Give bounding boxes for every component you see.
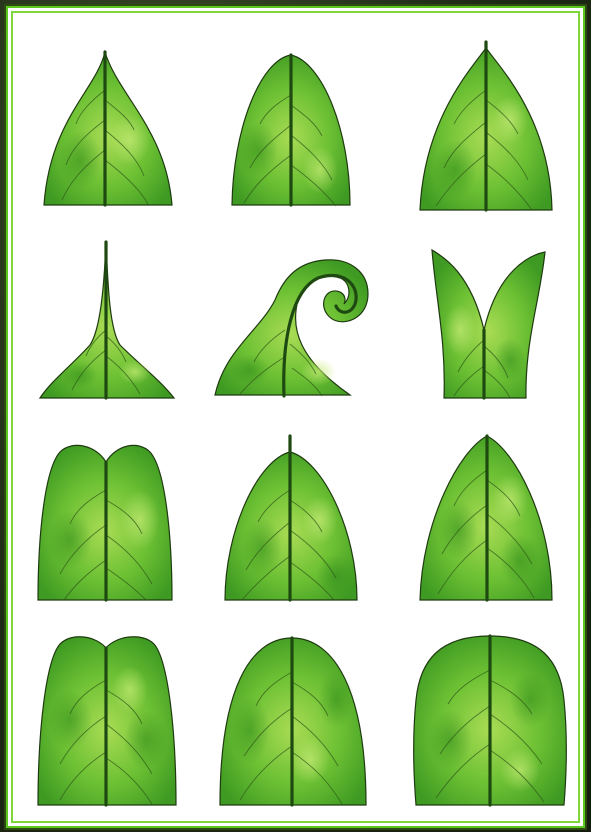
leaf-obtuse <box>420 436 552 600</box>
leaf-acute <box>44 52 172 205</box>
leaf-cleft <box>432 250 545 398</box>
leaf-cirrhose <box>215 260 368 396</box>
leaf-truncate-rounded <box>414 636 567 805</box>
leaf-rounded <box>220 638 366 805</box>
leaf-mucronate <box>225 436 357 600</box>
leaf-acute-rounded <box>232 55 350 206</box>
leaf-acute-mucronate <box>420 42 552 210</box>
leaf-acuminate <box>40 242 174 398</box>
leaf-retuse <box>38 637 176 805</box>
leaf-emarginate <box>38 445 172 600</box>
